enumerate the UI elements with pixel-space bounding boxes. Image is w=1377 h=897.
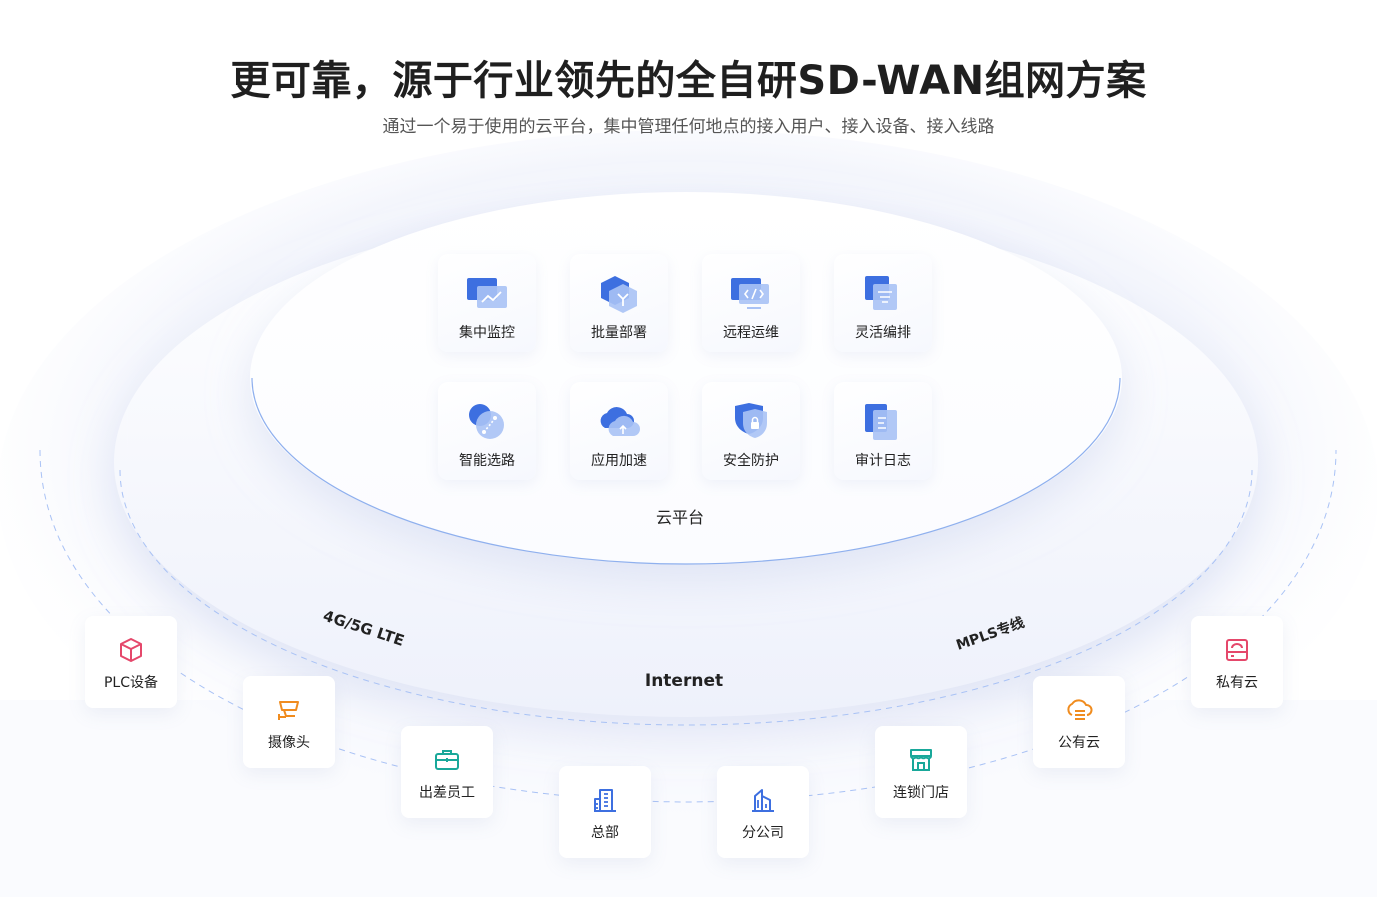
page-subtitle: 通过一个易于使用的云平台，集中管理任何地点的接入用户、接入设备、接入线路 xyxy=(382,117,995,137)
document-log-icon xyxy=(865,404,897,440)
page-title: 更可靠，源于行业领先的全自研SD-WAN组网方案 xyxy=(230,58,1147,104)
cube-icon xyxy=(120,638,142,662)
shield-lock-icon xyxy=(735,403,767,438)
feature-card-batch-deploy[interactable]: 批量部署 xyxy=(570,254,668,352)
monitor-chart-icon xyxy=(467,278,507,308)
feature-label: 安全防护 xyxy=(723,453,779,469)
code-window-icon xyxy=(731,278,769,309)
platform-label: 云平台 xyxy=(655,508,704,527)
node-label: 连锁门店 xyxy=(893,785,949,801)
feature-card-orchestration[interactable]: 灵活编排 xyxy=(834,254,932,352)
private-server-icon xyxy=(1226,639,1248,661)
feature-label: 智能选路 xyxy=(459,453,515,469)
layers-list-icon xyxy=(865,276,897,310)
node-branch-office[interactable]: 分公司 xyxy=(717,766,809,858)
camera-icon xyxy=(278,701,299,720)
node-camera[interactable]: 摄像头 xyxy=(243,676,335,768)
node-chain-store[interactable]: 连锁门店 xyxy=(875,726,967,818)
feature-card-monitoring[interactable]: 集中监控 xyxy=(438,254,536,352)
briefcase-icon xyxy=(435,750,459,770)
feature-label: 灵活编排 xyxy=(855,325,911,341)
node-plc-device[interactable]: PLC设备 xyxy=(85,616,177,708)
feature-card-security[interactable]: 安全防护 xyxy=(702,382,800,480)
office-building-icon xyxy=(594,789,616,812)
node-label: 出差员工 xyxy=(419,785,475,801)
feature-card-audit-log[interactable]: 审计日志 xyxy=(834,382,932,480)
feature-label: 集中监控 xyxy=(459,325,515,341)
feature-label: 审计日志 xyxy=(855,453,911,469)
platform-disc-edge xyxy=(251,377,1121,565)
node-label: 公有云 xyxy=(1058,735,1100,751)
feature-label: 远程运维 xyxy=(723,325,779,341)
cloud-server-icon xyxy=(1067,699,1093,720)
node-label: 总部 xyxy=(591,825,619,841)
feature-label: 应用加速 xyxy=(591,453,647,469)
node-travel-employee[interactable]: 出差员工 xyxy=(401,726,493,818)
ground-fade xyxy=(0,700,1377,897)
cube-deploy-icon xyxy=(601,276,637,313)
branch-building-icon xyxy=(752,789,774,812)
feature-card-remote-ops[interactable]: 远程运维 xyxy=(702,254,800,352)
node-label: 分公司 xyxy=(742,825,784,841)
link-label-internet: Internet xyxy=(645,671,723,691)
storefront-icon xyxy=(910,749,932,771)
cloud-upload-icon xyxy=(600,407,640,436)
node-label: 摄像头 xyxy=(268,735,310,751)
node-public-cloud[interactable]: 公有云 xyxy=(1033,676,1125,768)
node-label: PLC设备 xyxy=(103,675,159,691)
middle-ring-dashed xyxy=(119,469,1253,726)
node-headquarters[interactable]: 总部 xyxy=(559,766,651,858)
route-circle-icon xyxy=(469,404,504,439)
node-private-cloud[interactable]: 私有云 xyxy=(1191,616,1283,708)
node-label: 私有云 xyxy=(1216,675,1258,691)
feature-label: 批量部署 xyxy=(591,325,647,341)
feature-card-smart-routing[interactable]: 智能选路 xyxy=(438,382,536,480)
feature-card-app-acceleration[interactable]: 应用加速 xyxy=(570,382,668,480)
